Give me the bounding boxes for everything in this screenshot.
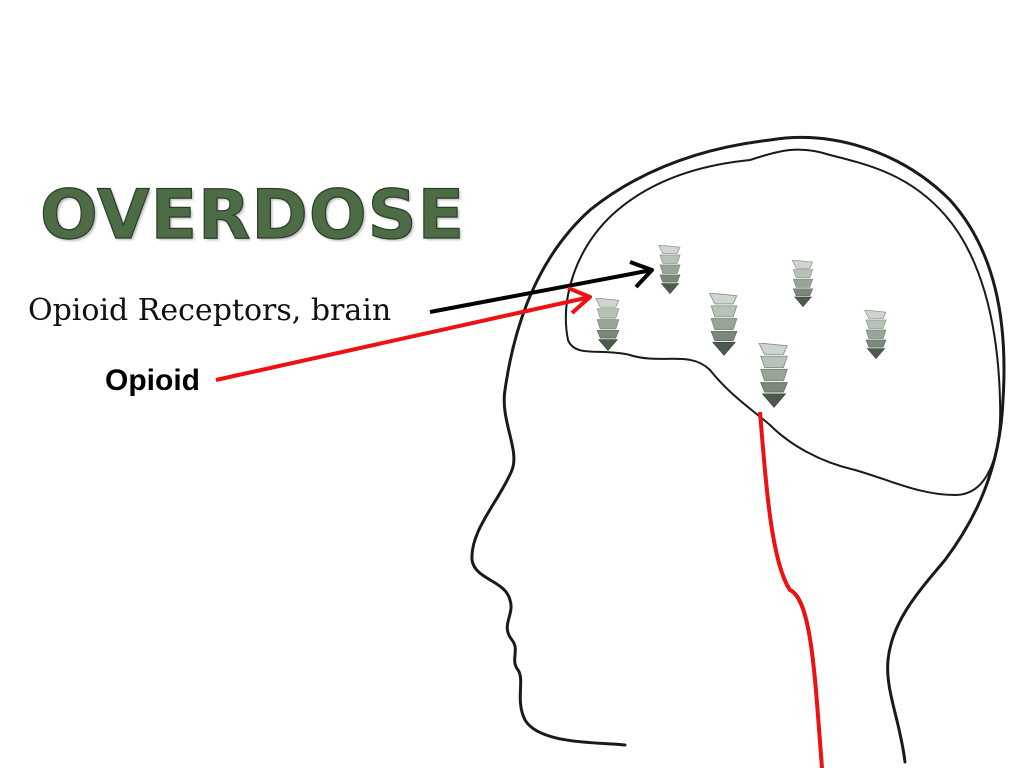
head-outline [470,136,1006,764]
receptor-label: Opioid Receptors, brain [28,293,392,328]
slide-title: OVERDOSE [39,176,466,255]
receptor-icon [758,343,788,408]
brain-outline [564,148,1002,497]
receptor-icon [864,310,887,360]
spinal-cord [758,411,824,768]
receptor-icon [708,293,738,356]
receptor-icon [791,260,814,308]
receptor-arrow [429,268,653,314]
opioid-arrow-head [567,286,592,315]
opioid-arrow [215,295,591,382]
receptor-arrow-head [629,260,654,289]
receptor-icon [595,298,620,351]
receptor-icon [658,245,681,294]
opioid-label: Opioid [105,364,200,397]
